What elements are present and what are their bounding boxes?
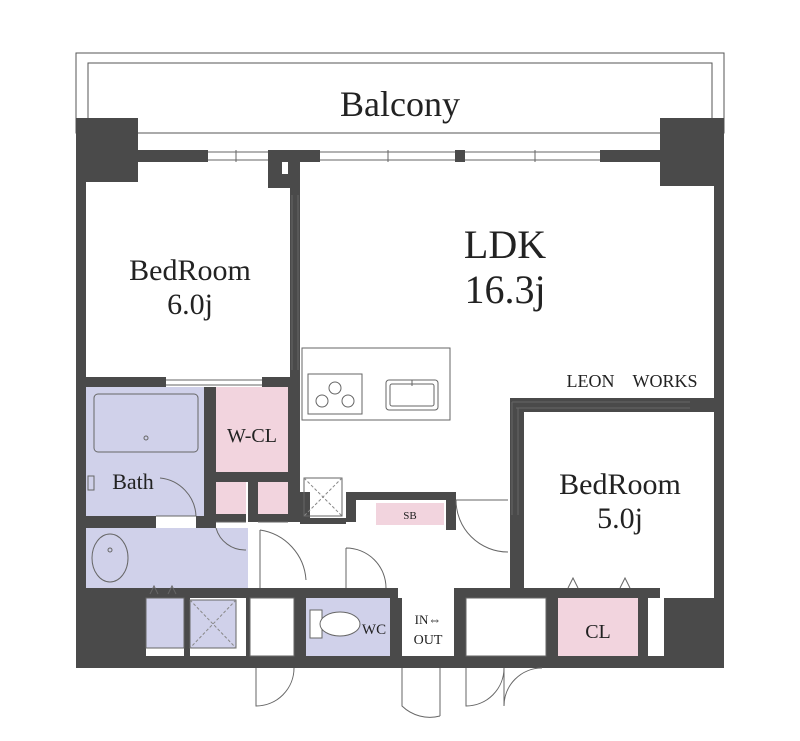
bathroom [86, 387, 204, 517]
balcony-label: Balcony [340, 84, 460, 124]
exterior-doors [255, 667, 543, 718]
bedroom1-label: BedRoom [129, 254, 251, 287]
walk-in-closet [216, 387, 288, 523]
balcony-windows [208, 150, 600, 162]
bedroom1-size: 6.0j [167, 288, 213, 321]
cl-label: CL [585, 621, 611, 643]
wc-label: WC [362, 622, 386, 638]
wash-basin [91, 533, 129, 583]
bathtub [93, 393, 199, 453]
bedroom2-label: BedRoom [559, 468, 681, 501]
kitchen-counter [301, 347, 451, 421]
stove [307, 373, 363, 415]
pantry-box [303, 477, 343, 517]
shoe-box [376, 503, 444, 525]
wall-mass [76, 118, 724, 668]
washroom [86, 528, 248, 649]
bedroom2-sliding-door [511, 401, 690, 515]
wcl-label: W-CL [227, 425, 277, 447]
hall-doors [215, 499, 509, 589]
sb-label: SB [403, 510, 416, 522]
entry-in-label: IN⇔ [415, 612, 442, 627]
bedroom2-size: 5.0j [597, 502, 643, 535]
bottom-rooms [249, 576, 664, 657]
balcony-area [75, 52, 725, 134]
entry-out-label: OUT [414, 633, 443, 648]
ldk-label: LDK [464, 222, 546, 267]
bedroom1-sliding-door [166, 195, 299, 386]
brand-label: LEON WORKS [567, 371, 698, 391]
ldk-size: 16.3j [464, 267, 545, 312]
bath-door [156, 477, 197, 517]
bath-label: Bath [112, 469, 154, 494]
